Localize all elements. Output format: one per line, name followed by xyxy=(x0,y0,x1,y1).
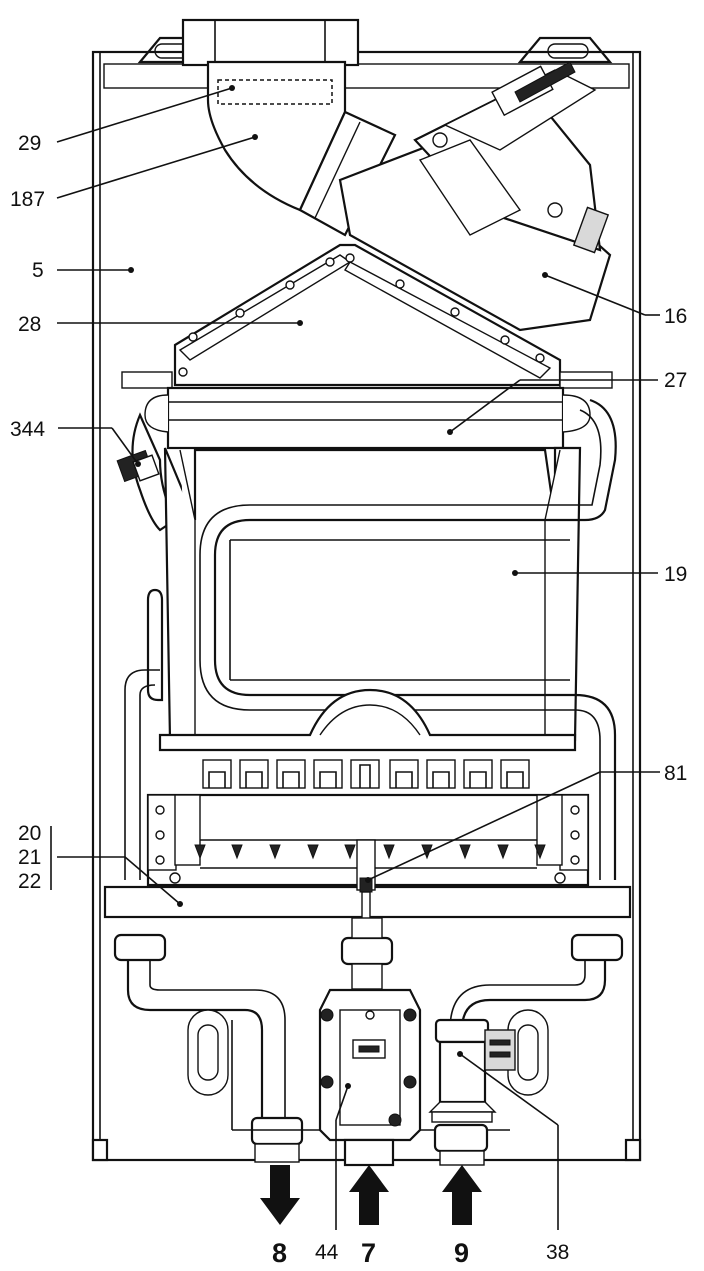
callout-labels: 29 187 5 28 344 16 27 19 81 20 21 22 8 4… xyxy=(10,132,687,1268)
label-5: 5 xyxy=(32,259,44,282)
burner-blades xyxy=(202,759,530,789)
label-344: 344 xyxy=(10,418,45,441)
overheat-thermostat xyxy=(116,412,177,532)
flow-arrows xyxy=(260,1165,482,1225)
fan-assembly xyxy=(338,61,612,332)
combustion-chamber xyxy=(124,398,617,880)
label-21: 21 xyxy=(18,846,41,869)
label-7: 7 xyxy=(361,1238,376,1268)
heat-exchanger xyxy=(144,386,591,450)
label-20: 20 xyxy=(18,822,41,845)
ignition-electrode xyxy=(356,839,376,933)
label-187: 187 xyxy=(10,188,45,211)
label-81: 81 xyxy=(664,762,687,785)
label-9: 9 xyxy=(454,1238,469,1268)
label-27: 27 xyxy=(664,369,687,392)
flue-sensor xyxy=(217,79,333,105)
label-19: 19 xyxy=(664,563,687,586)
injectors xyxy=(194,844,546,860)
flue-outlet xyxy=(181,18,397,237)
lower-pipework xyxy=(113,917,624,1163)
hood-screws xyxy=(178,253,545,377)
flow-sensor xyxy=(428,1018,516,1166)
outlet-arrow-down xyxy=(260,1165,300,1225)
label-22: 22 xyxy=(18,870,41,893)
combustion-hood xyxy=(121,243,613,389)
label-29: 29 xyxy=(18,132,41,155)
gas-inlet-arrow-up xyxy=(349,1165,389,1225)
label-28: 28 xyxy=(18,313,41,336)
label-8: 8 xyxy=(272,1238,287,1268)
leader-lines xyxy=(50,85,660,1230)
label-38: 38 xyxy=(546,1241,569,1264)
label-44: 44 xyxy=(315,1241,339,1264)
label-16: 16 xyxy=(664,305,687,328)
water-inlet-arrow-up xyxy=(442,1165,482,1225)
gas-valve xyxy=(318,988,422,1167)
